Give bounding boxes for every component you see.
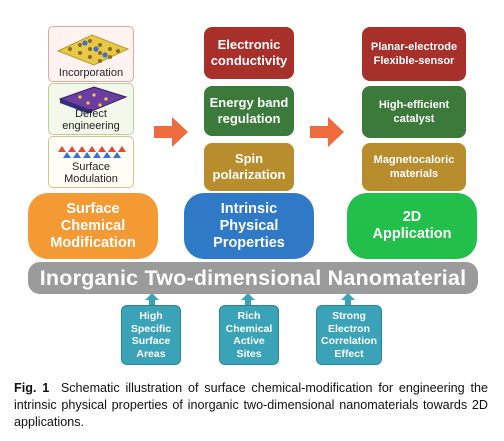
arrow-up-icon bbox=[241, 293, 255, 307]
arrow-right-icon bbox=[154, 117, 188, 147]
layered-sheet-icon bbox=[58, 86, 128, 113]
tile-electronic-conductivity: Electronic conductivity bbox=[204, 27, 294, 79]
intrinsic-physical-properties-box: Intrinsic Physical Properties bbox=[184, 193, 314, 259]
figure-label: Fig. 1 bbox=[14, 381, 50, 395]
arrow-up-icon bbox=[145, 293, 159, 307]
caption-text: Schematic illustration of surface chemic… bbox=[14, 381, 488, 429]
box-rich-chemical-active-sites: Rich Chemical Active Sites bbox=[219, 305, 279, 365]
box-high-specific-surface-areas: High Specific Surface Areas bbox=[121, 305, 181, 365]
triangular-lattice-icon bbox=[58, 146, 126, 158]
figure-caption: Fig. 1 Schematic illustration of surface… bbox=[14, 380, 488, 431]
2d-application-box: 2D Application bbox=[347, 193, 477, 259]
thumbnail-label-incorporation: Incorporation bbox=[58, 67, 124, 79]
thumbnail-defect-engineering: Defect engineering bbox=[48, 83, 134, 135]
tile-energy-band-regulation: Energy band regulation bbox=[204, 86, 294, 136]
thumbnail-incorporation: Incorporation bbox=[48, 26, 134, 82]
inorganic-nanomaterial-bar: Inorganic Two-dimensional Nanomaterial bbox=[28, 262, 478, 294]
tile-spin-polarization: Spin polarization bbox=[204, 143, 294, 191]
thumbnail-label-surface-modulation: Surface Modulation bbox=[64, 161, 118, 185]
tile-planar-electrode: Planar-electrode Flexible-sensor bbox=[362, 27, 466, 81]
box-strong-electron-correlation: Strong Electron Correlation Effect bbox=[316, 305, 382, 365]
arrow-right-icon bbox=[310, 117, 344, 147]
surface-chemical-modification-box: Surface Chemical Modification bbox=[28, 193, 158, 259]
thumbnail-surface-modulation: Surface Modulation bbox=[48, 136, 134, 188]
atomic-lattice-icon bbox=[56, 34, 130, 66]
arrow-up-icon bbox=[341, 293, 355, 307]
tile-high-efficient-catalyst: High-efficient catalyst bbox=[362, 86, 466, 138]
tile-magnetocaloric-materials: Magnetocaloric materials bbox=[362, 143, 466, 191]
thumbnail-label-defect-engineering: Defect engineering bbox=[62, 108, 120, 132]
